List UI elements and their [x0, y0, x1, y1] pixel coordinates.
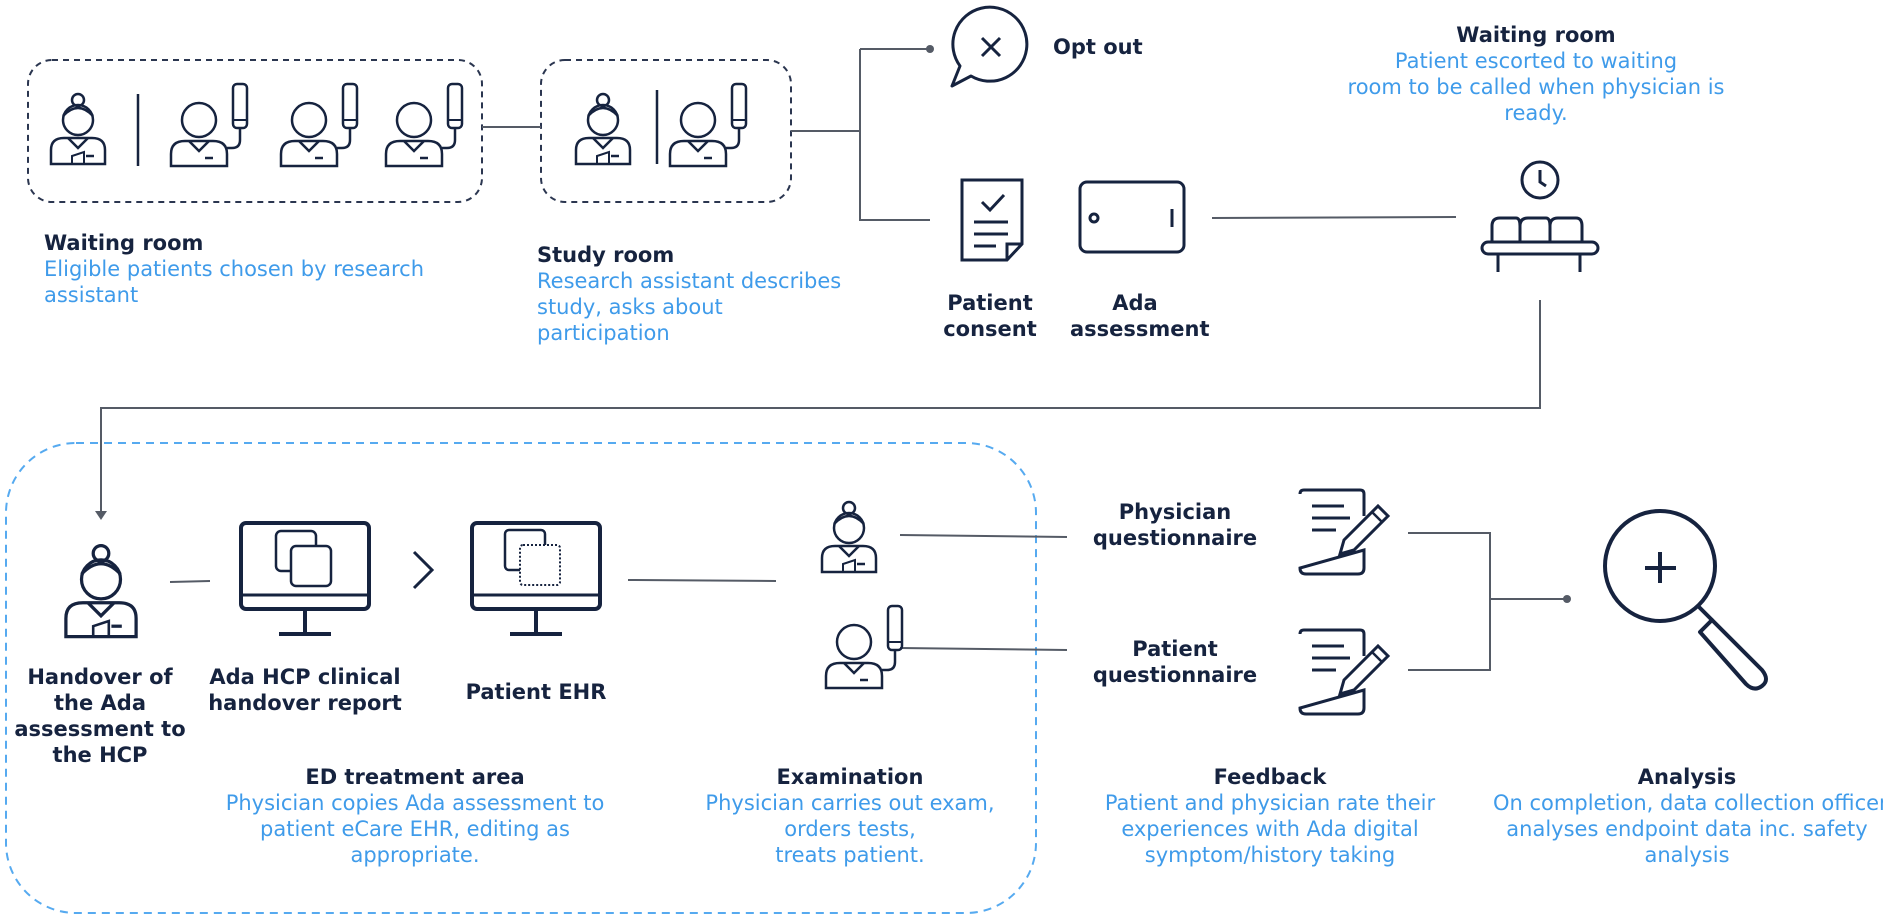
- ehr-pages-icon: [503, 528, 561, 586]
- physician-icon: [64, 543, 138, 639]
- examination-desc-line1: Physician carries out exam,: [705, 791, 995, 815]
- ada-label-line1: Ada: [1112, 291, 1158, 315]
- handover-label-line1: Handover of: [27, 665, 173, 689]
- connector-lines: [100, 48, 1567, 671]
- study-room-title: Study room: [537, 243, 675, 267]
- ed-area-desc-line3: appropriate.: [350, 843, 480, 867]
- patient-questionnaire-line1: Patient: [1132, 637, 1218, 661]
- analysis-title: Analysis: [1637, 765, 1737, 789]
- waiting-room-group: [27, 59, 483, 203]
- research-assistant-icon: [49, 92, 107, 166]
- ed-area-title: ED treatment area: [305, 765, 525, 789]
- handover-label-line3: assessment to: [14, 717, 186, 741]
- ed-treatment-group: [5, 442, 1037, 914]
- handover-label-line4: the HCP: [52, 743, 148, 767]
- patient-icon: [279, 82, 359, 168]
- opt-out-icon: [950, 5, 1029, 88]
- consent-label-line2: consent: [943, 317, 1037, 341]
- consent-document-icon: [960, 178, 1024, 262]
- analysis-desc-line1: On completion, data collection officer: [1493, 791, 1883, 815]
- feedback-desc-line3: symptom/history taking: [1144, 843, 1396, 867]
- study-room-desc-line1: Research assistant describes: [537, 269, 842, 293]
- patient-icon: [668, 82, 748, 168]
- patient-ehr-label: Patient EHR: [465, 680, 607, 704]
- study-room-desc-line2: study, asks about: [537, 295, 723, 319]
- waiting-room-desc-line1: Eligible patients chosen by research: [44, 257, 425, 281]
- ed-area-desc-line2: patient eCare EHR, editing as: [260, 817, 570, 841]
- physician-questionnaire-line1: Physician: [1118, 500, 1232, 524]
- feedback-desc-line2: experiences with Ada digital: [1121, 817, 1419, 841]
- examination-desc-line2: orders tests,: [784, 817, 916, 841]
- analysis-desc-line2: analyses endpoint data inc. safety: [1506, 817, 1868, 841]
- patient-icon: [169, 82, 249, 168]
- magnifier-icon: [1603, 509, 1768, 691]
- tablet-icon: [1078, 180, 1186, 254]
- study-room-group: [540, 59, 792, 203]
- examination-desc-line3: treats patient.: [775, 843, 925, 867]
- waiting-room-2-desc-line1: Patient escorted to waiting: [1394, 49, 1678, 73]
- waiting-room-2-title: Waiting room: [1456, 23, 1616, 47]
- feedback-desc-line1: Patient and physician rate their: [1104, 791, 1436, 815]
- chevron-right-icon: [412, 550, 435, 590]
- waiting-bench-icon: [1480, 160, 1600, 272]
- questionnaire-icon: [1298, 488, 1390, 576]
- patient-icon: [824, 604, 904, 690]
- waiting-room-desc-line2: assistant: [44, 283, 139, 307]
- opt-out-label: Opt out: [1053, 35, 1143, 59]
- report-label-line1: Ada HCP clinical: [209, 665, 401, 689]
- questionnaire-icon: [1298, 628, 1390, 716]
- examination-title: Examination: [776, 765, 924, 789]
- patient-questionnaire-line2: questionnaire: [1092, 663, 1258, 687]
- physician-icon: [820, 500, 878, 574]
- analysis-desc-line3: analysis: [1644, 843, 1730, 867]
- report-label-line2: handover report: [208, 691, 402, 715]
- consent-label-line1: Patient: [947, 291, 1033, 315]
- patient-icon: [384, 82, 464, 168]
- ada-label-line2: assessment: [1070, 317, 1210, 341]
- waiting-room-2-desc-line3: ready.: [1504, 101, 1568, 125]
- report-pages-icon: [274, 529, 333, 588]
- waiting-room-2-desc-line2: room to be called when physician is: [1347, 75, 1725, 99]
- waiting-room-title: Waiting room: [44, 231, 204, 255]
- research-assistant-icon: [574, 92, 632, 166]
- ed-area-desc-line1: Physician copies Ada assessment to: [225, 791, 605, 815]
- handover-label-line2: the Ada: [54, 691, 146, 715]
- feedback-title: Feedback: [1213, 765, 1327, 789]
- physician-questionnaire-line2: questionnaire: [1092, 526, 1258, 550]
- study-room-desc-line3: participation: [537, 321, 670, 345]
